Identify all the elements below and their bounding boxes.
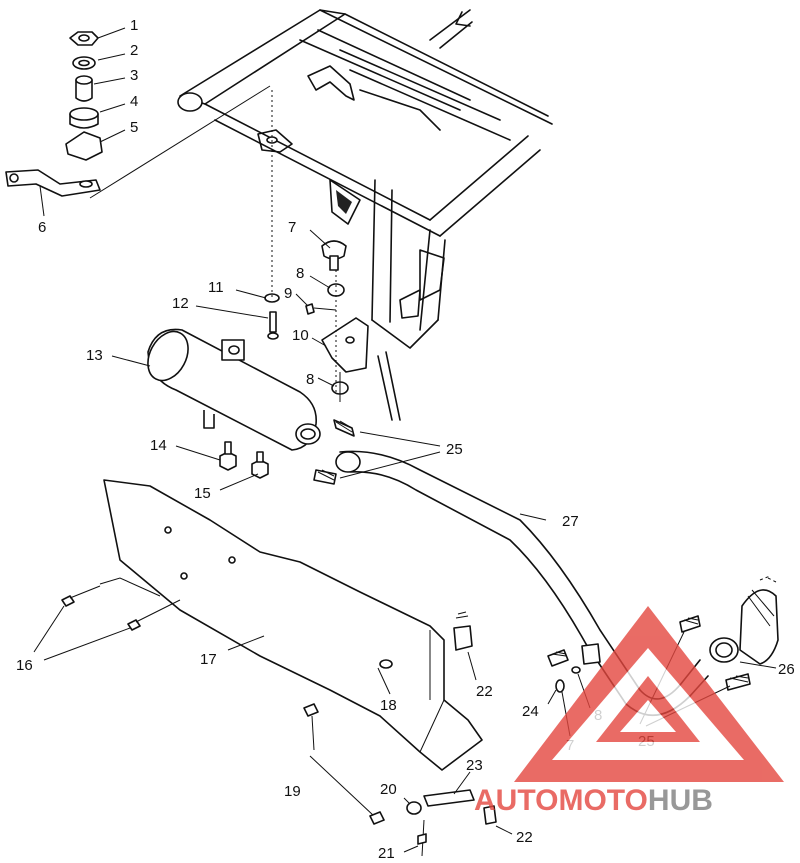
watermark-hub: HUB — [648, 784, 713, 817]
callout-22-top: 22 — [476, 683, 493, 700]
head-pipe — [313, 419, 709, 717]
callout-13: 13 — [86, 347, 103, 364]
callout-2: 2 — [130, 42, 138, 59]
callout-26: 26 — [778, 661, 795, 678]
watermark-auto: AUTO — [474, 784, 558, 817]
watermark-moto: MOTO — [558, 784, 647, 817]
callout-6: 6 — [38, 219, 46, 236]
callout-9: 9 — [284, 285, 292, 302]
callout-12: 12 — [172, 295, 189, 312]
callout-8-top: 8 — [296, 265, 304, 282]
callout-14: 14 — [150, 437, 167, 454]
automotohub-watermark: AUTOMOTOHUB — [474, 606, 784, 817]
callout-15: 15 — [194, 485, 211, 502]
callout-25-top: 25 — [446, 441, 463, 458]
callout-3: 3 — [130, 67, 138, 84]
callout-4: 4 — [130, 93, 138, 110]
callout-16: 16 — [16, 657, 33, 674]
muffler — [111, 328, 321, 491]
exhaust-flange — [547, 575, 779, 737]
callout-20: 20 — [380, 781, 397, 798]
callout-23: 23 — [466, 757, 483, 774]
hardware-7-12 — [195, 90, 369, 402]
callout-18: 18 — [380, 697, 397, 714]
callout-labels: 1 2 3 4 5 6 7 8 9 10 11 12 13 8 14 25 15… — [16, 17, 795, 862]
lower-clips — [303, 611, 513, 857]
callout-22-bottom: 22 — [516, 829, 533, 846]
callout-17: 17 — [200, 651, 217, 668]
frame — [177, 9, 553, 421]
callout-27: 27 — [562, 513, 579, 530]
svg-text:AUTOMOTOHUB: AUTOMOTOHUB — [474, 784, 713, 817]
callout-5: 5 — [130, 119, 138, 136]
heat-shield — [33, 479, 483, 771]
callout-24: 24 — [522, 703, 539, 720]
callout-19: 19 — [284, 783, 301, 800]
callout-11: 11 — [208, 279, 224, 296]
callout-1: 1 — [130, 17, 138, 34]
callout-8-mid: 8 — [306, 371, 314, 388]
callout-7-top: 7 — [288, 219, 296, 236]
callout-10: 10 — [292, 327, 309, 344]
mount-stack-parts-1-6 — [5, 27, 271, 217]
callout-21: 21 — [378, 845, 395, 862]
